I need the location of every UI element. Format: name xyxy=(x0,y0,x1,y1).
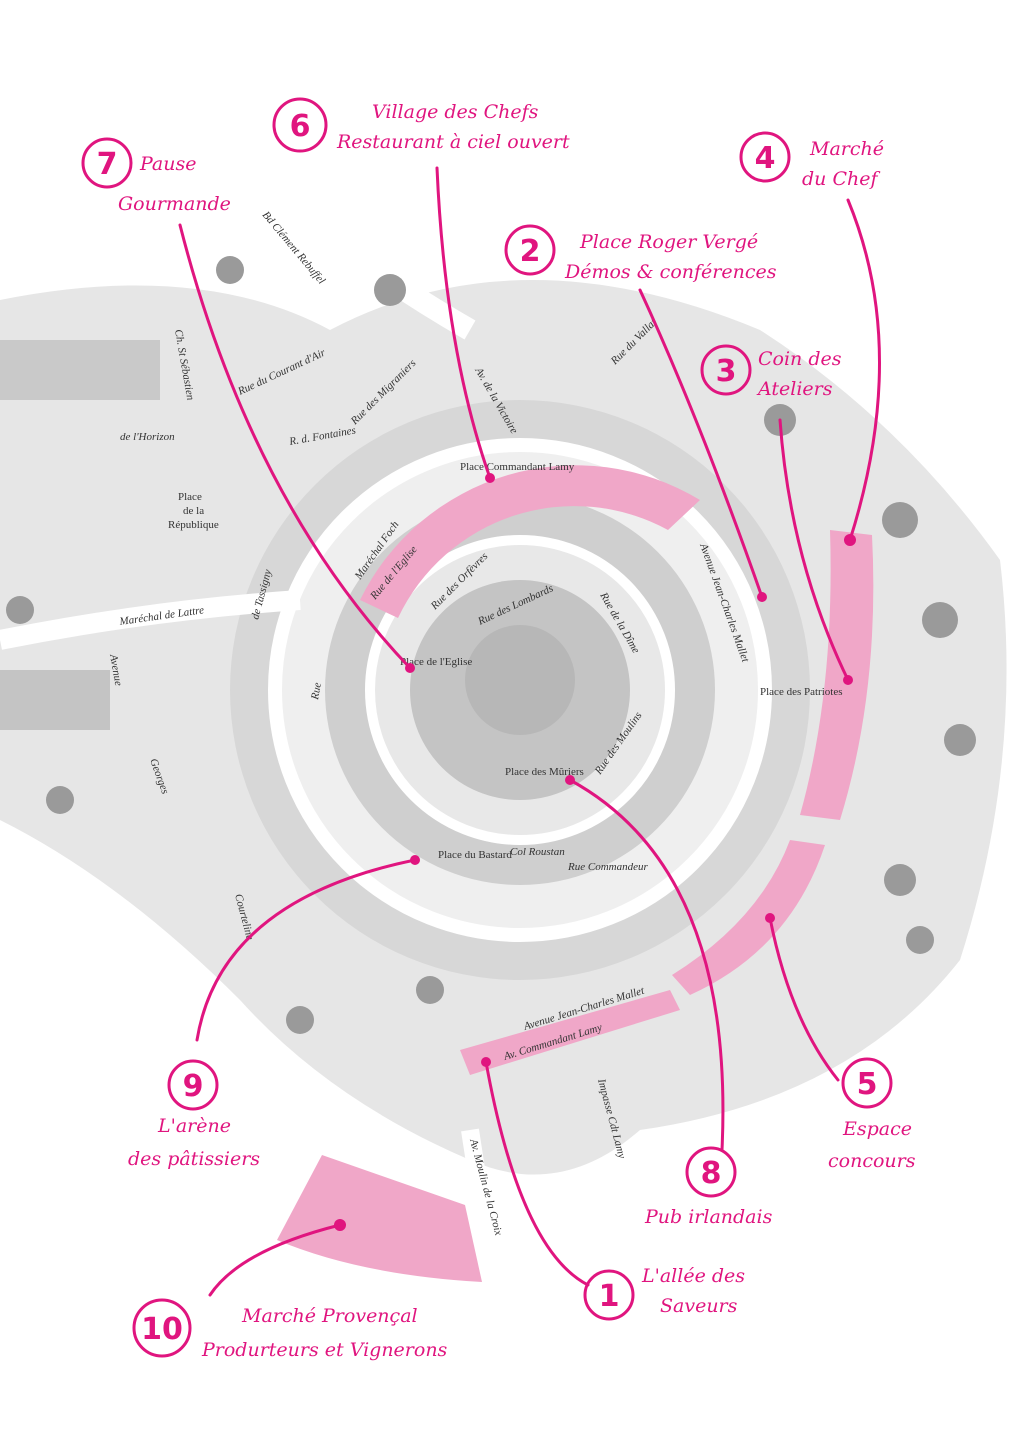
place-label: de la xyxy=(183,505,204,517)
callout-label: concours xyxy=(828,1150,916,1172)
callout-7[interactable]: 7 Pause Gourmande xyxy=(81,137,231,215)
callout-label: Village des Chefs xyxy=(372,101,539,123)
callout-10[interactable]: 10 Marché Provençal Produrteurs et Vigne… xyxy=(132,1298,448,1361)
place-label: Place du Bastard xyxy=(438,849,512,861)
callout-5[interactable]: 5 Espace concours xyxy=(828,1057,916,1172)
callout-number: 6 xyxy=(290,109,311,144)
callout-label: L'allée des xyxy=(641,1265,745,1287)
callout-label: Marché Provençal xyxy=(241,1305,418,1327)
number-circle-icon xyxy=(700,344,752,396)
place-label: Place des Patriotes xyxy=(760,686,842,698)
callout-label: Produrteurs et Vignerons xyxy=(201,1339,448,1361)
callout-number: 7 xyxy=(97,147,118,182)
number-circle-icon xyxy=(132,1298,192,1358)
number-circle-icon xyxy=(272,97,328,153)
place-label: Place xyxy=(178,491,202,503)
callout-label: Saveurs xyxy=(660,1295,738,1317)
callout-label: L'arène xyxy=(157,1115,231,1137)
callout-number: 5 xyxy=(857,1067,878,1102)
number-circle-icon xyxy=(81,137,133,189)
callout-label: Restaurant à ciel ouvert xyxy=(336,131,570,153)
zone-village-des-chefs[interactable] xyxy=(360,465,700,618)
callout-8[interactable]: 8 Pub irlandais xyxy=(644,1146,773,1228)
event-zones xyxy=(277,465,874,1282)
callout-1[interactable]: 1 L'allée des Saveurs xyxy=(583,1265,745,1321)
callout-6[interactable]: 6 Village des Chefs Restaurant à ciel ou… xyxy=(272,97,570,153)
zone-markers xyxy=(334,473,856,1231)
zone-espace-concours[interactable] xyxy=(672,840,825,995)
leader-lines xyxy=(178,166,881,1297)
number-circle-icon xyxy=(739,131,791,183)
callout-3[interactable]: 3 Coin des Ateliers xyxy=(700,344,842,400)
number-circle-icon xyxy=(504,224,556,276)
callout-number: 4 xyxy=(755,141,776,176)
map-base xyxy=(0,152,1007,1262)
callout-number: 2 xyxy=(520,234,541,269)
place-label: Place Commandant Lamy xyxy=(460,461,575,473)
callout-label: Ateliers xyxy=(756,378,833,400)
callout-9[interactable]: 9 L'arène des pâtissiers xyxy=(128,1059,260,1170)
callout-label: Espace xyxy=(842,1118,912,1140)
number-circle-icon xyxy=(583,1269,635,1321)
callout-label: Pub irlandais xyxy=(644,1206,773,1228)
street-label: Avenue xyxy=(107,652,125,686)
callout-label: Gourmande xyxy=(118,193,231,215)
street-label: de l'Horizon xyxy=(120,431,175,443)
number-circle-icon xyxy=(841,1057,893,1109)
place-label: Place des Mûriers xyxy=(505,766,584,778)
callout-number: 3 xyxy=(716,354,737,389)
number-circle-icon xyxy=(167,1059,219,1111)
callout-number: 9 xyxy=(183,1069,204,1104)
callout-label: Place Roger Vergé xyxy=(579,231,758,253)
callout-number: 8 xyxy=(701,1156,722,1191)
callout-2[interactable]: 2 Place Roger Vergé Démos & conférences xyxy=(504,224,777,283)
street-label: Col Roustan xyxy=(510,846,565,858)
zone-marche-provencal[interactable] xyxy=(277,1155,482,1282)
number-circle-icon xyxy=(685,1146,737,1198)
callout-label: des pâtissiers xyxy=(128,1148,260,1170)
street-label: Rue xyxy=(309,681,324,701)
callout-number: 10 xyxy=(141,1312,183,1347)
zone-marche-du-chef[interactable] xyxy=(800,530,874,820)
place-label: République xyxy=(168,519,219,531)
callout-label: Marché xyxy=(809,138,884,160)
zone-allee-des-saveurs[interactable] xyxy=(460,990,680,1075)
callout-label: Démos & conférences xyxy=(564,261,777,283)
callout-label: Pause xyxy=(139,153,197,175)
callout-4[interactable]: 4 Marché du Chef xyxy=(739,131,884,190)
street-label: Rue Commandeur xyxy=(567,861,648,873)
place-label: Place de l'Eglise xyxy=(400,656,472,668)
callout-number: 1 xyxy=(599,1279,620,1314)
callout-label: du Chef xyxy=(802,168,880,190)
callout-label: Coin des xyxy=(758,348,842,370)
